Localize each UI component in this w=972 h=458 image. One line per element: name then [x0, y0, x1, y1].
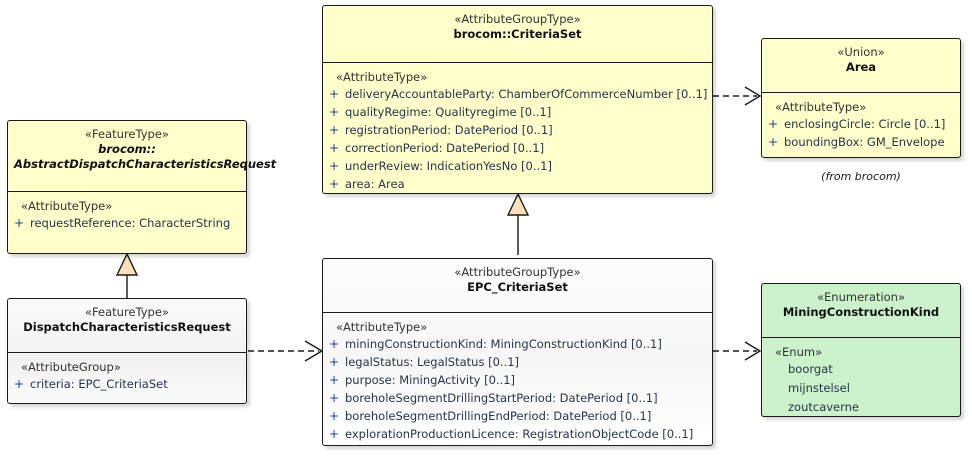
attribute-group-stereotype: «AttributeType» [336, 320, 428, 334]
attribute-row[interactable]: + boreholeSegmentDrillingStartPeriod: Da… [323, 389, 712, 407]
visibility-marker: + [13, 216, 25, 230]
stereotype-label: «Union» [837, 45, 885, 59]
class-box-mining-construction-kind[interactable]: «Enumeration» MiningConstructionKind «En… [761, 283, 961, 417]
visibility-marker: + [13, 377, 25, 391]
visibility-marker: + [767, 135, 779, 149]
stereotype-label: «Enumeration» [817, 290, 905, 304]
attribute-label: miningConstructionKind: MiningConstructi… [345, 337, 662, 351]
class-box-abstract-dispatch-characteristics-request[interactable]: «FeatureType» brocom:: AbstractDispatchC… [7, 120, 277, 254]
attribute-row[interactable]: + legalStatus: LegalStatus [0..1] [323, 353, 712, 371]
visibility-marker: + [328, 123, 340, 137]
connector-criteria-set-to-area [713, 86, 762, 106]
class-name-label-line2: AbstractDispatchCharacteristicsRequest [14, 157, 277, 171]
stereotype-label: «AttributeGroupType» [454, 265, 581, 279]
visibility-marker: + [328, 141, 340, 155]
attribute-group-stereotype: «AttributeType» [775, 100, 867, 114]
attribute-label: boreholeSegmentDrillingEndPeriod: DatePe… [345, 409, 652, 423]
class-header-epc-criteria-set: «AttributeGroupType» EPC_CriteriaSet [323, 259, 712, 313]
class-header-criteria-set: «AttributeGroupType» brocom::CriteriaSet [323, 6, 712, 63]
attribute-row[interactable]: + registrationPeriod: DatePeriod [0..1] [323, 121, 712, 139]
class-box-epc-criteria-set[interactable]: «AttributeGroupType» EPC_CriteriaSet «At… [322, 258, 713, 446]
visibility-marker: + [328, 409, 340, 423]
attribute-row[interactable]: + correctionPeriod: DatePeriod [0..1] [323, 139, 712, 157]
attribute-label: qualityRegime: Qualityregime [0..1] [345, 105, 552, 119]
enum-literal[interactable]: boorgat [788, 362, 833, 376]
visibility-marker: + [328, 177, 340, 191]
stereotype-label: «AttributeGroupType» [454, 12, 581, 26]
attribute-label: explorationProductionLicence: Registrati… [345, 427, 694, 441]
attribute-row[interactable]: + area: Area [323, 175, 712, 193]
area-package-note: (from brocom) [821, 170, 901, 183]
enum-group-stereotype: «Enum» [775, 345, 823, 359]
attribute-row[interactable]: + miningConstructionKind: MiningConstruc… [323, 335, 712, 353]
attribute-row[interactable]: + qualityRegime: Qualityregime [0..1] [323, 103, 712, 121]
class-header-mining-construction-kind: «Enumeration» MiningConstructionKind [762, 284, 960, 338]
class-box-area[interactable]: «Union» Area «AttributeType» + enclosing… [761, 38, 961, 158]
class-name-label: Area [845, 60, 877, 74]
class-name-label-line1: brocom:: [98, 142, 156, 156]
visibility-marker: + [328, 159, 340, 173]
attribute-group-stereotype: «AttributeType» [336, 70, 428, 84]
attribute-row[interactable]: + purpose: MiningActivity [0..1] [323, 371, 712, 389]
attribute-label: boundingBox: GM_Envelope [784, 135, 945, 149]
class-body-abstract-dispatch: «AttributeType» + requestReference: Char… [8, 192, 246, 238]
visibility-marker: + [767, 117, 779, 131]
visibility-marker: + [328, 105, 340, 119]
attribute-label: correctionPeriod: DatePeriod [0..1] [345, 141, 545, 155]
stereotype-label: «FeatureType» [85, 127, 169, 141]
attribute-label: area: Area [345, 177, 405, 191]
enum-literal[interactable]: zoutcaverne [788, 400, 860, 414]
class-name-label: brocom::CriteriaSet [453, 27, 582, 41]
attribute-label: deliveryAccountableParty: ChamberOfComme… [345, 87, 708, 101]
attribute-group-stereotype: «AttributeGroup» [21, 360, 121, 374]
attribute-row[interactable]: + criteria: EPC_CriteriaSet [8, 375, 246, 393]
stereotype-label: «FeatureType» [85, 305, 169, 319]
class-box-criteria-set[interactable]: «AttributeGroupType» brocom::CriteriaSet… [322, 5, 713, 194]
class-name-label: EPC_CriteriaSet [467, 280, 568, 294]
attribute-row[interactable]: + boreholeSegmentDrillingEndPeriod: Date… [323, 407, 712, 425]
class-body-epc-criteria-set: «AttributeType» + miningConstructionKind… [323, 313, 712, 449]
class-body-criteria-set: «AttributeType» + deliveryAccountablePar… [323, 63, 712, 199]
attribute-row[interactable]: + requestReference: CharacterString [8, 214, 246, 232]
attribute-label: purpose: MiningActivity [0..1] [345, 373, 516, 387]
class-header-dispatch-request: «FeatureType» DispatchCharacteristicsReq… [8, 299, 246, 353]
attribute-label: criteria: EPC_CriteriaSet [30, 377, 168, 391]
connector-dispatch-generalization [115, 252, 139, 298]
connector-epc-to-mining-kind [713, 341, 762, 361]
class-name-label: MiningConstructionKind [782, 305, 940, 319]
attribute-label: requestReference: CharacterString [30, 216, 231, 230]
attribute-row[interactable]: + underReview: IndicationYesNo [0..1] [323, 157, 712, 175]
class-body-mining-construction-kind: «Enum» boorgat mijnstelsel zoutcaverne [762, 338, 960, 423]
visibility-marker: + [328, 337, 340, 351]
visibility-marker: + [328, 391, 340, 405]
attribute-label: legalStatus: LegalStatus [0..1] [345, 355, 520, 369]
connector-dispatch-to-epc [248, 340, 324, 362]
attribute-row[interactable]: + explorationProductionLicence: Registra… [323, 425, 712, 443]
connector-epc-generalization [506, 192, 530, 255]
visibility-marker: + [328, 87, 340, 101]
attribute-label: registrationPeriod: DatePeriod [0..1] [345, 123, 553, 137]
attribute-label: enclosingCircle: Circle [0..1] [784, 117, 946, 131]
class-body-dispatch-request: «AttributeGroup» + criteria: EPC_Criteri… [8, 353, 246, 399]
visibility-marker: + [328, 427, 340, 441]
class-name-label: DispatchCharacteristicsRequest [23, 320, 231, 334]
attribute-label: underReview: IndicationYesNo [0..1] [345, 159, 552, 173]
visibility-marker: + [328, 373, 340, 387]
attribute-group-stereotype: «AttributeType» [21, 199, 113, 213]
enum-literal[interactable]: mijnstelsel [788, 381, 850, 395]
class-body-area: «AttributeType» + enclosingCircle: Circl… [762, 93, 960, 157]
attribute-row[interactable]: + deliveryAccountableParty: ChamberOfCom… [323, 85, 712, 103]
attribute-row[interactable]: + enclosingCircle: Circle [0..1] [762, 115, 960, 133]
attribute-label: boreholeSegmentDrillingStartPeriod: Date… [345, 391, 658, 405]
class-header-area: «Union» Area [762, 39, 960, 93]
class-box-dispatch-characteristics-request[interactable]: «FeatureType» DispatchCharacteristicsReq… [7, 298, 247, 404]
class-header-abstract-dispatch: «FeatureType» brocom:: AbstractDispatchC… [8, 121, 277, 192]
attribute-row[interactable]: + boundingBox: GM_Envelope [762, 133, 960, 151]
visibility-marker: + [328, 355, 340, 369]
